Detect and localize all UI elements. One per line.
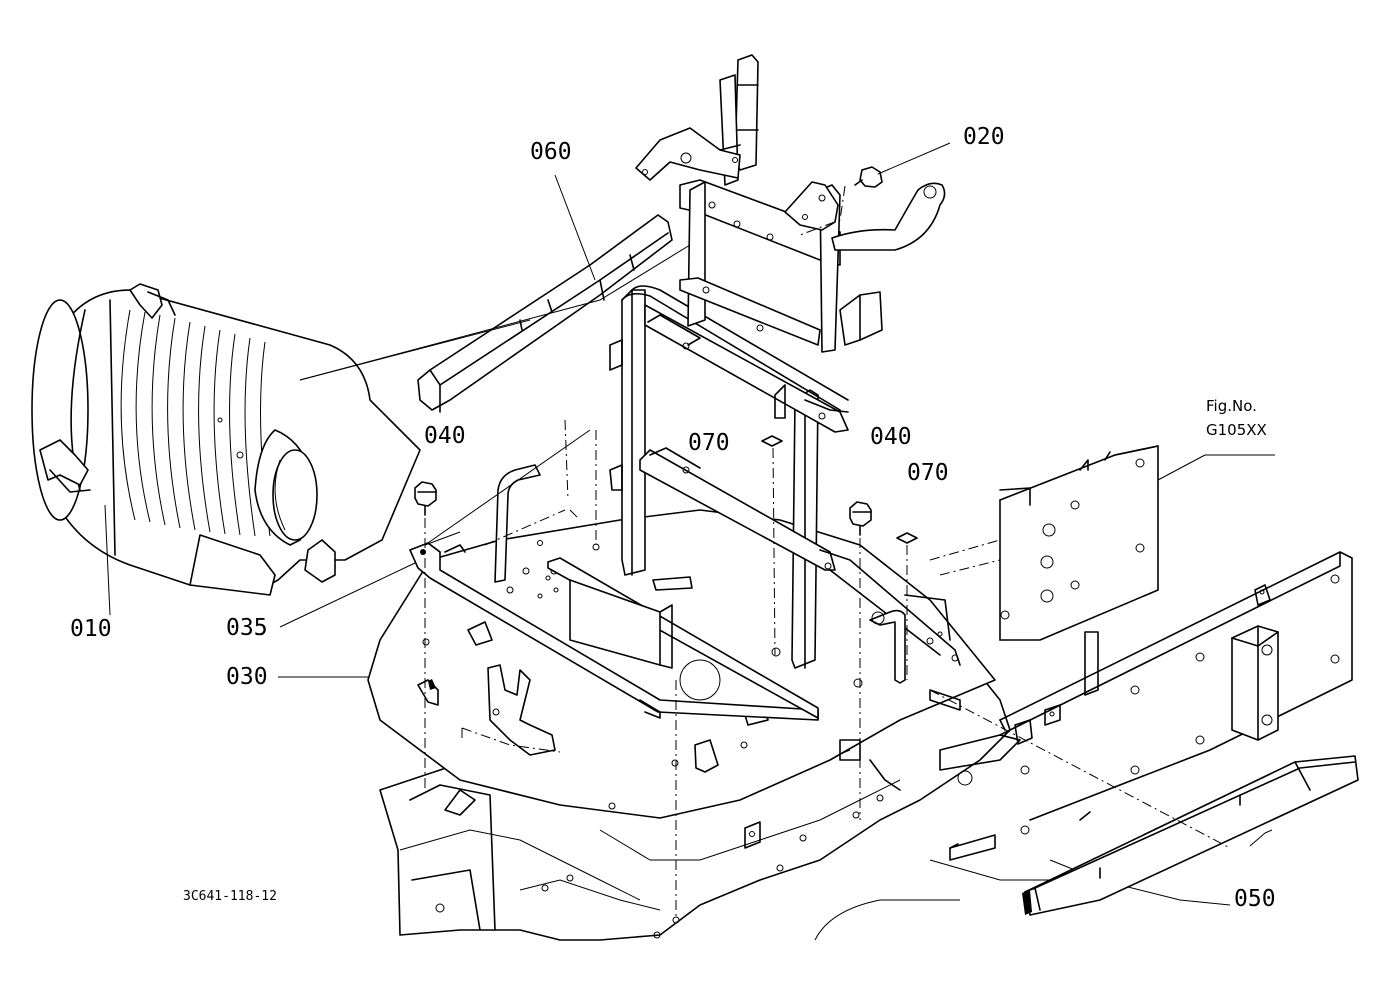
part-070-grommet-left — [761, 435, 783, 447]
label-050: 050 — [1234, 886, 1276, 912]
part-050-bumper — [1022, 755, 1359, 916]
fig-ref-line2: G105XX — [1206, 421, 1267, 439]
label-070-left: 070 — [688, 430, 730, 456]
part-030-seat-plate — [367, 509, 996, 819]
label-020: 020 — [963, 124, 1005, 150]
frame-rail-upper — [929, 445, 1159, 641]
label-030: 030 — [226, 664, 268, 690]
label-035: 035 — [226, 615, 268, 641]
part-060-rail-cover — [417, 214, 673, 413]
label-070-right: 070 — [907, 460, 949, 486]
assembly-lines — [104, 142, 1275, 920]
label-010: 010 — [70, 616, 112, 642]
part-labels: 010 020 030 035 040 040 050 060 070 070 … — [70, 124, 1276, 912]
back-frame — [635, 54, 946, 353]
part-020-bolt — [854, 166, 883, 188]
label-040-right: 040 — [870, 424, 912, 450]
part-010-air-cleaner — [31, 283, 421, 596]
part-040-bolt-right — [849, 501, 872, 536]
seat-support-frame — [494, 285, 961, 684]
label-060: 060 — [530, 139, 572, 165]
frame-rail-lower — [949, 551, 1353, 861]
drawing-number: 3C641-118-12 — [183, 889, 277, 904]
label-040-left: 040 — [424, 423, 466, 449]
seat-rails — [409, 542, 819, 721]
part-070-grommet-right — [896, 532, 918, 544]
fig-ref-line1: Fig.No. — [1206, 397, 1257, 415]
part-040-bolt-left — [414, 481, 437, 516]
